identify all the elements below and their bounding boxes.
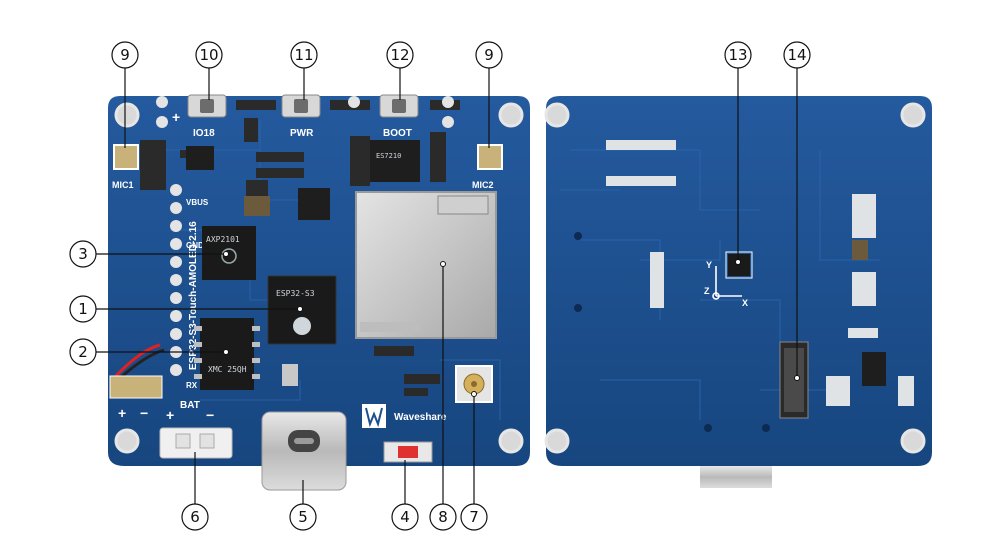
gnd-label: GND: [186, 241, 204, 250]
axis-x-label: X: [742, 298, 748, 308]
test-pads: [156, 96, 454, 376]
mic2-label: MIC2: [472, 180, 494, 190]
minus-bat-conn-label: −: [206, 407, 214, 423]
battery-solder-pads: [109, 375, 163, 399]
brand-label: Waveshare: [394, 412, 447, 423]
waveshare-logo: Waveshare: [362, 404, 447, 428]
plus-top-label: +: [172, 109, 180, 125]
rx-label: RX: [186, 381, 198, 390]
tf-card-slot: [355, 191, 497, 339]
via-1: [574, 232, 582, 240]
callout-numbers: 9 10 11 12 9 13 14 3 1 2 6 5 4 8 7: [78, 46, 806, 526]
audio-codec-chip: ES7210: [370, 140, 420, 182]
plus-bat-conn-label: +: [166, 407, 174, 423]
via-4: [762, 424, 770, 432]
pwr-label: PWR: [290, 128, 314, 139]
small-ic-3: [246, 180, 268, 198]
mic1-pad: [113, 144, 139, 170]
callout-anchor-dots: [223, 251, 800, 397]
boot-button[interactable]: [379, 94, 419, 118]
pwr-button[interactable]: [281, 94, 321, 118]
board-name-label: ESP32-S3-Touch-AMOLED-2.16: [188, 221, 199, 370]
vbus-label: VBUS: [186, 198, 209, 207]
mic1-label: MIC1: [112, 180, 134, 190]
callout-5: 5: [298, 508, 308, 526]
back-pcb: [546, 96, 932, 466]
io18-button[interactable]: [187, 94, 227, 118]
led-red: [398, 446, 418, 458]
callout-12: 12: [390, 46, 409, 64]
passives-bottom: [282, 346, 440, 396]
via-2: [574, 304, 582, 312]
callout-2: 2: [78, 343, 88, 361]
callout-13: 13: [728, 46, 747, 64]
callout-11: 11: [294, 46, 313, 64]
callout-9-left: 9: [120, 46, 130, 64]
back-board: Y Z X: [544, 96, 932, 488]
callout-1: 1: [78, 300, 88, 318]
svg-text:AXP2101: AXP2101: [206, 235, 240, 244]
back-pad-rows: [606, 140, 914, 406]
axis-z-label: Z: [704, 286, 710, 296]
usb-c-port[interactable]: [261, 411, 347, 491]
callout-14: 14: [787, 46, 806, 64]
small-ic-2: [298, 188, 330, 220]
callout-circles: [69, 41, 811, 531]
svg-text:ES7210: ES7210: [376, 152, 401, 160]
callout-8: 8: [438, 508, 448, 526]
front-board: MIC1 MIC2 IO18 PWR BOOT +: [108, 94, 530, 491]
boot-label: BOOT: [383, 128, 412, 139]
callout-7: 7: [469, 508, 479, 526]
back-inductor: [852, 240, 868, 260]
svg-text:ESP32-S3: ESP32-S3: [276, 289, 315, 298]
mic2-pad: [477, 144, 503, 170]
front-mount-holes: [114, 102, 524, 454]
minus-bat-label: −: [140, 405, 148, 421]
inductor: [244, 196, 270, 216]
pmu-chip-axp2101: AXP2101: [202, 226, 256, 280]
amoled-fpc-connector[interactable]: [779, 341, 809, 419]
callout-6: 6: [190, 508, 200, 526]
bat-label: BAT: [180, 400, 200, 411]
via-3: [704, 424, 712, 432]
callout-leaders: [96, 68, 798, 504]
callout-10: 10: [199, 46, 218, 64]
imu-sensor-chip: [725, 251, 753, 279]
back-mount-holes: [544, 102, 926, 454]
axis-y-label: Y: [706, 260, 712, 270]
back-usb-edge: [700, 466, 772, 488]
callout-9-right: 9: [484, 46, 494, 64]
small-ic-1: [186, 146, 214, 170]
axis-indicator: [712, 266, 742, 300]
battery-header-connector[interactable]: [159, 427, 233, 459]
ipex-antenna-connector[interactable]: [455, 365, 493, 403]
io18-label: IO18: [193, 128, 215, 139]
back-ic-right: [862, 352, 886, 386]
callout-4: 4: [400, 508, 410, 526]
callout-3: 3: [78, 245, 88, 263]
plus-bat-label: +: [118, 405, 126, 421]
svg-text:XMC 25QH: XMC 25QH: [208, 365, 247, 374]
